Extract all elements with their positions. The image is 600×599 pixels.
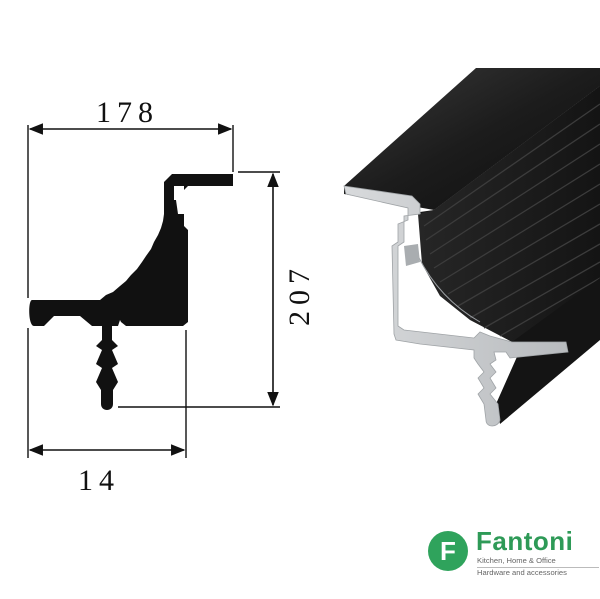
render-aluminum-curve xyxy=(417,255,481,323)
render-top-face xyxy=(344,68,600,210)
dimension-label-height: 207 xyxy=(283,263,316,326)
render-aluminum-groove xyxy=(404,244,420,266)
render-ribbed-face xyxy=(418,86,600,342)
fantoni-tagline-1: Kitchen, Home & Office xyxy=(477,556,556,565)
profile-3d-render xyxy=(343,68,600,427)
technical-drawing: 178 207 14 xyxy=(27,96,316,497)
fantoni-logo: F Fantoni Kitchen, Home & Office Hardwar… xyxy=(428,526,600,590)
render-aluminum-end xyxy=(343,185,569,427)
fantoni-logo-tagline: Kitchen, Home & Office Hardware and acce… xyxy=(477,556,599,578)
fantoni-tagline-2: Hardware and accessories xyxy=(477,567,567,577)
render-ribs xyxy=(423,103,600,337)
fantoni-logo-name: Fantoni xyxy=(476,526,574,556)
profile-notch xyxy=(174,186,184,200)
fantoni-logo-badge: F xyxy=(428,531,468,571)
dimension-label-base-width: 14 xyxy=(78,464,120,497)
profile-cross-section xyxy=(29,174,233,410)
profile-notch-small xyxy=(176,200,184,214)
dimension-label-top-width: 178 xyxy=(96,96,159,129)
